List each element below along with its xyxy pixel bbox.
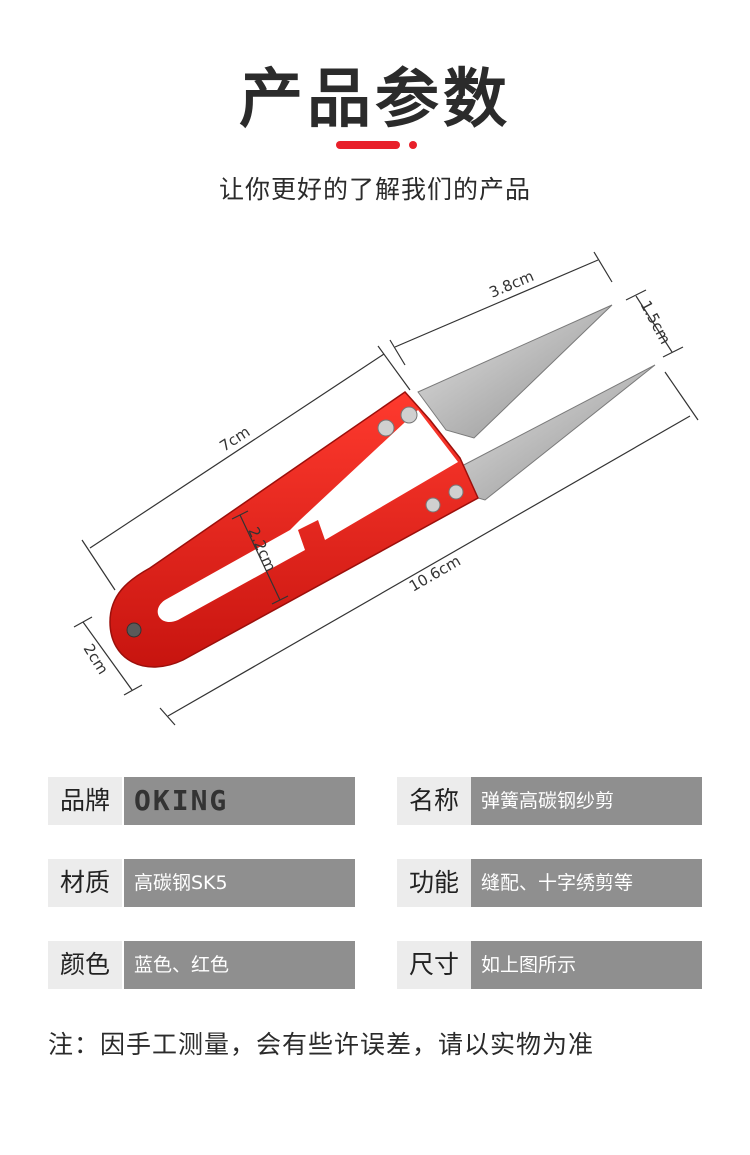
- spec-value-function: 缝配、十字绣剪等: [471, 859, 702, 907]
- spec-label-name: 名称: [397, 777, 471, 825]
- dim-handle-length: 7cm: [216, 423, 253, 456]
- spec-value-name: 弹簧高碳钢纱剪: [471, 777, 702, 825]
- rivet-icon: [448, 484, 464, 500]
- dim-handle-width: 2cm: [80, 641, 112, 678]
- rivet-icon: [425, 497, 441, 513]
- spec-label-function: 功能: [397, 859, 471, 907]
- rivet-icon: [377, 419, 395, 437]
- spec-label-color: 颜色: [48, 941, 122, 989]
- handle-cutout: [157, 410, 458, 622]
- spec-label-material: 材质: [48, 859, 122, 907]
- title-accent-dot: [409, 141, 417, 149]
- spec-value-material: 高碳钢SK5: [124, 859, 355, 907]
- page-title: 产品参数: [239, 63, 511, 137]
- pivot-icon: [126, 622, 142, 638]
- scissors-diagram: 3.8cm 1.5cm 7cm 2.2cm 10.6cm 2cm: [73, 251, 699, 726]
- spec-label-brand: 品牌: [48, 777, 122, 825]
- spec-label-size: 尺寸: [397, 941, 471, 989]
- upper-blade: [417, 304, 613, 439]
- spec-value-color: 蓝色、红色: [124, 941, 355, 989]
- spec-value-size: 如上图所示: [471, 941, 702, 989]
- dim-blade-width: 1.5cm: [636, 297, 674, 347]
- measurement-note: 注：因手工测量，会有些许误差，请以实物为准: [48, 1030, 595, 1059]
- spec-value-brand: OKING: [124, 777, 355, 825]
- rivet-icon: [400, 406, 418, 424]
- page-subtitle: 让你更好的了解我们的产品: [218, 175, 531, 204]
- title-accent-bar: [336, 141, 400, 149]
